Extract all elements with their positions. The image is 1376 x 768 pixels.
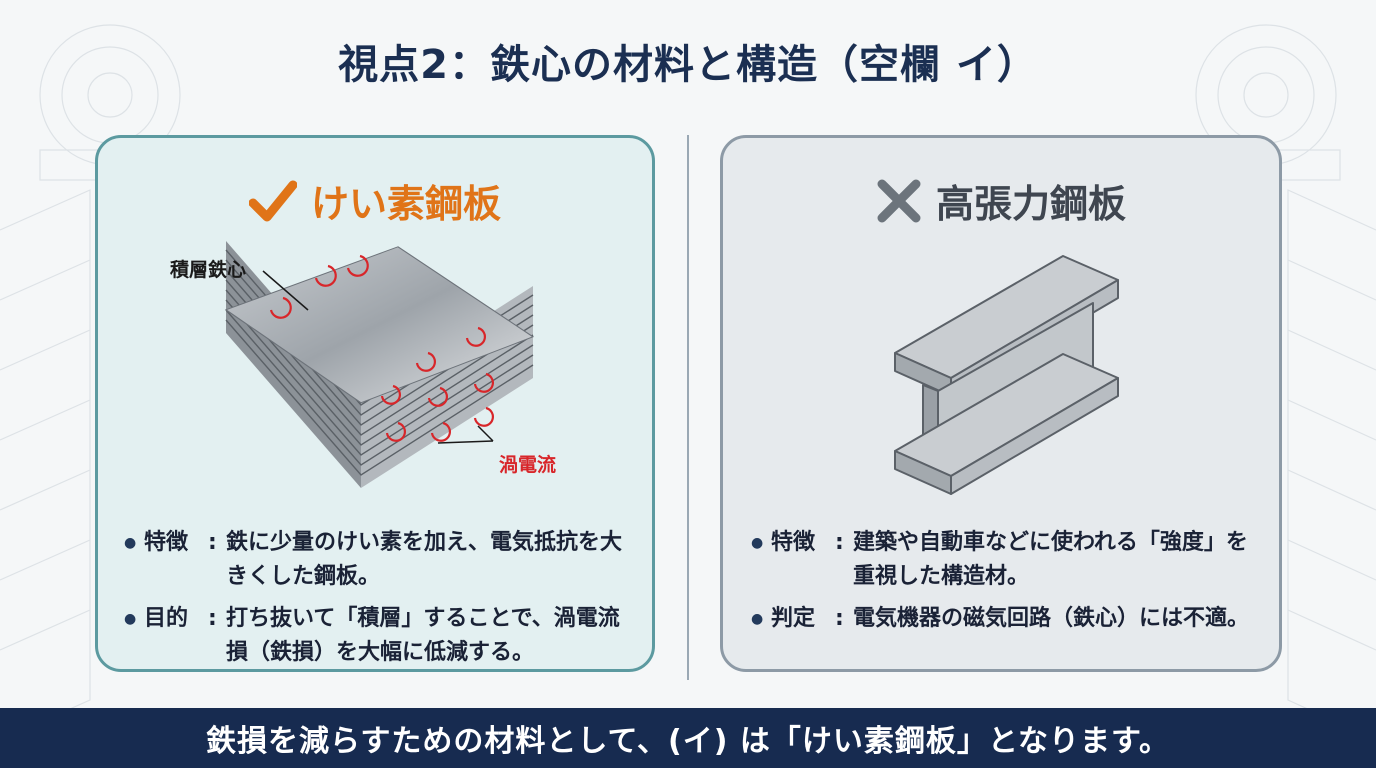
list-item: ● 判定 : 電気機器の磁気回路（鉄心）には不適。 bbox=[751, 602, 1259, 636]
page-title: 視点2：鉄心の材料と構造（空欄 イ） bbox=[338, 42, 1038, 88]
bullet-key: 特徴 bbox=[144, 530, 189, 555]
bullet-text: 電気機器の磁気回路（鉄心）には不適。 bbox=[853, 606, 1250, 631]
bullet-key: 判定 bbox=[771, 606, 816, 631]
bullet-key: 目的 bbox=[144, 606, 189, 631]
laminated-core-illustration bbox=[224, 241, 535, 488]
bullet-separator: : bbox=[835, 530, 844, 555]
panel-divider bbox=[687, 135, 689, 680]
list-item: ● 目的 : 打ち抜いて「積層」することで、渦電流損（鉄損）を大幅に低減する。 bbox=[124, 602, 632, 670]
bullet-dot-icon: ● bbox=[124, 611, 137, 627]
list-item: ● 特徴 : 建築や自動車などに使われる「強度」を重視した構造材。 bbox=[751, 526, 1259, 594]
bullet-separator: : bbox=[835, 606, 844, 631]
list-item: ● 特徴 : 鉄に少量のけい素を加え、電気抵抗を大きくした鋼板。 bbox=[124, 526, 632, 594]
high-tensile-steel-panel: 高張力鋼板 ● 特徴 : 建築や自動車などに使われる「強度」を重視した構造材。 … bbox=[720, 135, 1282, 672]
silicon-steel-panel: けい素鋼板 bbox=[95, 135, 655, 672]
bullet-text: 建築や自動車などに使われる「強度」を重視した構造材。 bbox=[853, 530, 1248, 589]
bullet-separator: : bbox=[208, 530, 217, 555]
bullet-key: 特徴 bbox=[771, 530, 816, 555]
bullet-separator: : bbox=[208, 606, 217, 631]
high-tensile-steel-label: 高張力鋼板 bbox=[935, 182, 1126, 226]
bullet-dot-icon: ● bbox=[124, 535, 137, 551]
bullet-dot-icon: ● bbox=[751, 535, 764, 551]
bullet-text: 打ち抜いて「積層」することで、渦電流損（鉄損）を大幅に低減する。 bbox=[226, 606, 620, 665]
checkmark-icon bbox=[248, 180, 297, 221]
silicon-steel-bullets: ● 特徴 : 鉄に少量のけい素を加え、電気抵抗を大きくした鋼板。 ● 目的 : … bbox=[124, 526, 632, 678]
silicon-steel-label: けい素鋼板 bbox=[310, 182, 501, 226]
high-tensile-steel-bullets: ● 特徴 : 建築や自動車などに使われる「強度」を重視した構造材。 ● 判定 :… bbox=[751, 526, 1259, 644]
conclusion-banner: 鉄損を減らすための材料として、(イ) は「けい素鋼板」となります。 bbox=[0, 708, 1376, 768]
high-tensile-steel-header: 高張力鋼板 bbox=[723, 173, 1279, 229]
silicon-steel-header: けい素鋼板 bbox=[98, 173, 652, 229]
i-beam-illustration bbox=[894, 255, 1119, 495]
bullet-text: 鉄に少量のけい素を加え、電気抵抗を大きくした鋼板。 bbox=[226, 530, 623, 589]
cross-icon bbox=[877, 179, 921, 222]
eddy-current-label: 渦電流 bbox=[499, 454, 557, 476]
bullet-dot-icon: ● bbox=[751, 611, 764, 627]
laminated-core-label: 積層鉄心 bbox=[170, 259, 247, 281]
